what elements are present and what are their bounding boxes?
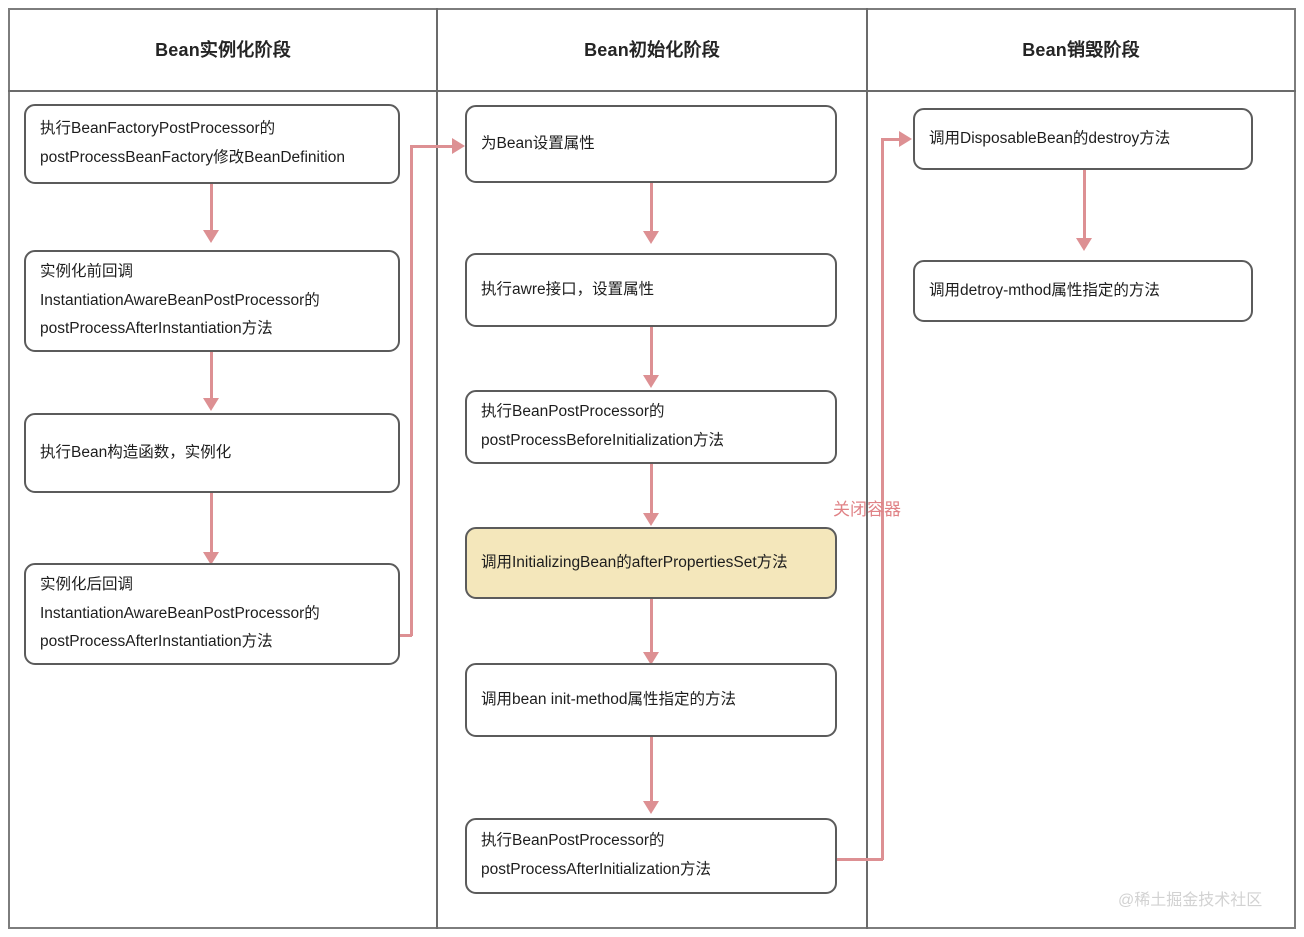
connector-n7-n8 <box>650 464 653 516</box>
connector-n1-n2 <box>210 184 213 232</box>
connector-n9-n10 <box>650 737 653 805</box>
node-line: 调用bean init-method属性指定的方法 <box>481 690 736 708</box>
watermark: @稀土掘金技术社区 <box>1118 892 1263 909</box>
lane-divider-1 <box>436 8 438 929</box>
node-before-instantiation-callback[interactable]: 实例化前回调 InstantiationAwareBeanPostProcess… <box>24 250 400 352</box>
node-line: InstantiationAwareBeanPostProcessor的 <box>40 291 320 309</box>
connector-n2-n3 <box>210 352 213 400</box>
connector-lane1-lane2-seg1 <box>400 634 412 637</box>
arrow-n3-n4-head <box>203 552 219 565</box>
connector-lane1-lane2-seg2 <box>410 145 413 636</box>
node-disposable-bean-destroy[interactable]: 调用DisposableBean的destroy方法 <box>913 108 1253 170</box>
node-destroy-method[interactable]: 调用detroy-mthod属性指定的方法 <box>913 260 1253 322</box>
arrow-n5-n6-head <box>643 231 659 244</box>
connector-n8-n9 <box>650 599 653 655</box>
node-set-bean-properties[interactable]: 为Bean设置属性 <box>465 105 837 183</box>
node-line: 实例化前回调 <box>40 262 134 280</box>
connector-lane1-lane2-seg3 <box>410 145 458 148</box>
node-line: InstantiationAwareBeanPostProcessor的 <box>40 604 320 622</box>
node-line: 实例化后回调 <box>40 575 134 593</box>
arrow-lane1-lane2-head <box>452 138 465 154</box>
node-aware-interface[interactable]: 执行awre接口，设置属性 <box>465 253 837 327</box>
arrow-n11-n12-head <box>1076 238 1092 251</box>
node-line: 调用DisposableBean的destroy方法 <box>929 129 1171 147</box>
diagram-frame <box>8 8 1296 929</box>
arrow-n6-n7-head <box>643 375 659 388</box>
node-line: 执行awre接口，设置属性 <box>481 280 655 298</box>
connector-n5-n6 <box>650 183 653 233</box>
arrow-n1-n2-head <box>203 230 219 243</box>
node-line: 执行BeanFactoryPostProcessor的 <box>40 120 276 138</box>
lane-title-destruction: Bean销毁阶段 <box>1022 40 1140 60</box>
header-divider <box>8 90 1296 92</box>
connector-n6-n7 <box>650 327 653 377</box>
connector-lane2-lane3-seg1 <box>837 858 883 861</box>
node-line: 执行BeanPostProcessor的 <box>481 403 665 421</box>
node-bean-constructor[interactable]: 执行Bean构造函数，实例化 <box>24 413 400 493</box>
node-line: postProcessBeforeInitialization方法 <box>481 432 724 449</box>
arrow-n9-n10-head <box>643 801 659 814</box>
arrow-n2-n3-head <box>203 398 219 411</box>
connector-lane2-lane3-seg3 <box>881 138 903 141</box>
arrow-lane2-lane3-head <box>899 131 912 147</box>
connector-n11-n12 <box>1083 170 1086 242</box>
node-line: postProcessAfterInstantiation方法 <box>40 633 273 651</box>
node-line: postProcessBeanFactory修改BeanDefinition <box>40 149 345 166</box>
node-line: 调用detroy-mthod属性指定的方法 <box>929 281 1160 299</box>
node-bean-init-method[interactable]: 调用bean init-method属性指定的方法 <box>465 663 837 737</box>
node-post-process-after-initialization[interactable]: 执行BeanPostProcessor的 postProcessAfterIni… <box>465 818 837 894</box>
lane-title-initialization: Bean初始化阶段 <box>584 40 720 60</box>
node-post-process-before-initialization[interactable]: 执行BeanPostProcessor的 postProcessBeforeIn… <box>465 390 837 464</box>
node-line: 为Bean设置属性 <box>481 134 595 152</box>
connector-n3-n4 <box>210 493 213 557</box>
edge-label-close-container: 关闭容器 <box>833 500 901 519</box>
node-initializing-bean-after-properties-set[interactable]: 调用InitializingBean的afterPropertiesSet方法 <box>465 527 837 599</box>
node-after-instantiation-callback[interactable]: 实例化后回调 InstantiationAwareBeanPostProcess… <box>24 563 400 665</box>
arrow-n7-n8-head <box>643 513 659 526</box>
arrow-n8-n9-head <box>643 652 659 665</box>
node-line: 执行BeanPostProcessor的 <box>481 832 665 850</box>
connector-lane2-lane3-seg2 <box>881 138 884 860</box>
node-line: postProcessAfterInstantiation方法 <box>40 320 273 338</box>
node-line: postProcessAfterInitialization方法 <box>481 861 712 878</box>
node-line: 调用InitializingBean的afterPropertiesSet方法 <box>481 553 788 571</box>
node-line: 执行Bean构造函数，实例化 <box>40 443 232 461</box>
lane-divider-2 <box>866 8 868 929</box>
lane-title-instantiation: Bean实例化阶段 <box>155 40 291 60</box>
node-bean-factory-post-processor[interactable]: 执行BeanFactoryPostProcessor的 postProcessB… <box>24 104 400 184</box>
